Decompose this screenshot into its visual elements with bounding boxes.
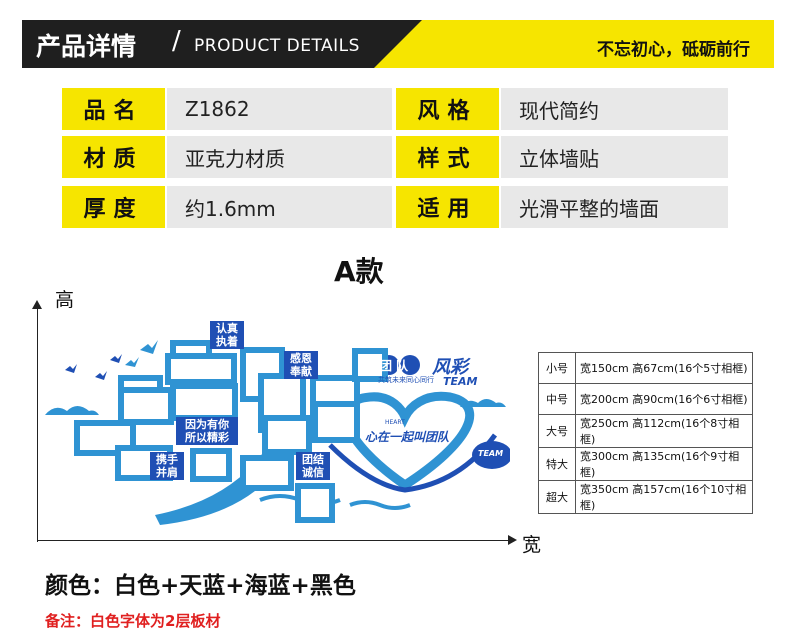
tag-because-of-you: 因为有你 所以精彩 [176,417,238,445]
photo-frame [190,448,232,482]
width-label: 宽 [522,534,542,556]
spec-value-type: 立体墙贴 [501,136,728,178]
spec-value-usage: 光滑平整的墙面 [501,186,728,228]
header-title: 产品详情 [36,32,137,61]
size-name: 小号 [538,352,576,384]
heart-slogan: 心在一起叫团队 [365,430,450,444]
table-row: 大号 宽250cm 高112cm(16个8寸相框) [538,414,753,448]
spec-key-usage: 适用 [396,186,499,228]
header-bar: 产品详情 / PRODUCT DETAILS 不忘初心，砥砺前行 [22,20,774,68]
table-row: 特大 宽300cm 高135cm(16个9寸相框) [538,447,753,481]
spec-key-style: 风格 [396,88,499,130]
table-row: 超大 宽350cm 高157cm(16个10寸相框) [538,480,753,514]
header-subtitle: PRODUCT DETAILS [194,36,360,56]
photo-frame [352,348,388,382]
team-logo-circle [400,355,420,375]
team-en: TEAM [443,375,478,388]
height-label: 高 [55,289,75,311]
size-name: 中号 [538,383,576,415]
header-slogan: 不忘初心，砥砺前行 [597,40,750,60]
spec-key-material: 材质 [62,136,165,178]
spec-value-name: Z1862 [167,88,392,130]
photo-frame [240,455,294,491]
header-dark-panel [22,20,422,68]
color-options: 颜色：白色+天蓝+海蓝+黑色 [45,573,356,599]
spec-value-thickness: 约1.6mm [167,186,392,228]
tag-diligent: 认真 执着 [210,321,244,349]
size-dims: 宽300cm 高135cm(16个9寸相框) [575,447,753,481]
photo-frame [170,383,238,421]
remark-note: 备注：白色字体为2层板材 [45,612,221,630]
team-title: 团队 [380,359,413,373]
height-axis-line [37,306,38,542]
height-arrow-icon [32,300,42,309]
size-table: 小号 宽150cm 高67cm(16个5寸相框) 中号 宽200cm 高90cm… [538,352,753,514]
heart-small-text: HEART [385,419,405,426]
wave [349,500,411,510]
spec-key-thickness: 厚度 [62,186,165,228]
header-slash: / [172,26,181,56]
size-dims: 宽200cm 高90cm(16个6寸相框) [575,383,753,415]
width-axis-line [37,540,512,541]
team-slogan: 共筑未来同心同行 [378,376,434,384]
bird-icon [65,364,77,373]
cloud-left [45,406,99,415]
table-row: 中号 宽200cm 高90cm(16个6寸相框) [538,383,753,415]
size-name: 超大 [538,480,576,514]
photo-frame [295,483,335,523]
photo-frame [312,401,360,443]
photo-frame [165,353,237,385]
spec-key-name: 品名 [62,88,165,130]
tag-hand-in-hand: 携手 并肩 [150,452,184,480]
size-dims: 宽250cm 高112cm(16个8寸相框) [575,414,753,448]
bird-icon [110,354,122,363]
spec-key-type: 样式 [396,136,499,178]
size-dims: 宽350cm 高157cm(16个10寸相框) [575,480,753,514]
tag-unity: 团结 诚信 [296,452,330,480]
team-script: 风彩 [432,357,468,378]
team-bubble [472,441,510,469]
bird-icon [140,340,158,354]
table-row: 小号 宽150cm 高67cm(16个5寸相框) [538,352,753,384]
size-name: 大号 [538,414,576,448]
bird-icon [95,371,107,380]
team-bubble-text: TEAM [478,449,504,458]
bird-icon [125,357,139,367]
size-dims: 宽150cm 高67cm(16个5寸相框) [575,352,753,384]
spec-value-style: 现代简约 [501,88,728,130]
tag-gratitude: 感恩 奉献 [284,351,318,379]
size-name: 特大 [538,447,576,481]
width-arrow-icon [508,535,517,545]
model-label: A款 [334,255,384,288]
photo-frame [262,415,312,455]
spec-value-material: 亚克力材质 [167,136,392,178]
wall-sticker-illustration: 认真 执着 感恩 奉献 因为有你 所以精彩 携手 并肩 团结 诚信 团队 风彩 … [40,315,510,530]
